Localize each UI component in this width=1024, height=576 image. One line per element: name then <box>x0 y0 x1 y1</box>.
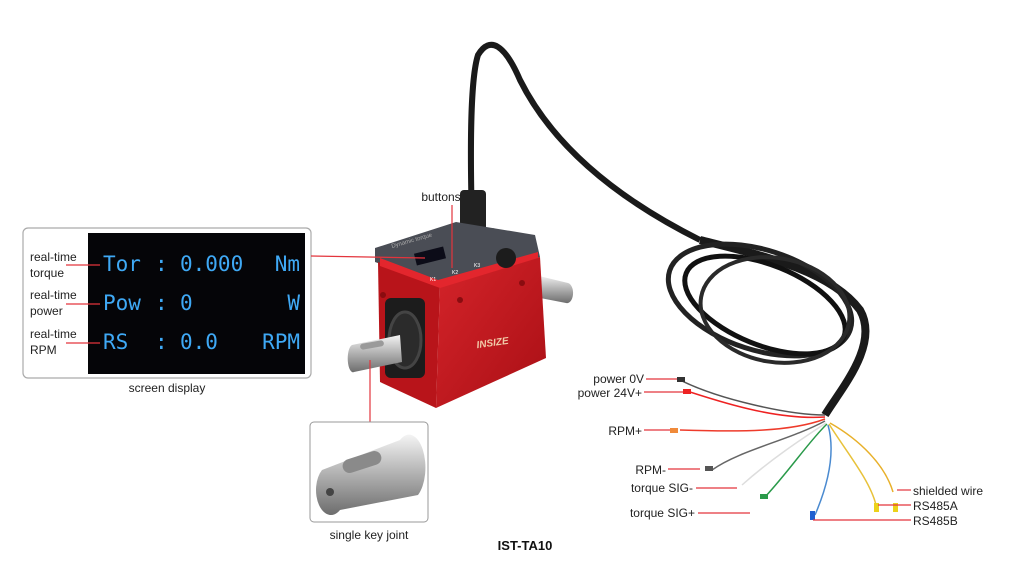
label-power-2: power <box>30 304 63 318</box>
lcd-unit: Nm <box>275 252 300 276</box>
lcd-name: Tor <box>103 252 141 276</box>
screen-display-panel: Tor : 0.000 Nm Pow : 0 W RS : 0.0 RPM re… <box>22 227 312 379</box>
wire-label-rpm-minus: RPM- <box>635 463 666 477</box>
lcd-value: 0.0 <box>180 330 218 354</box>
wire-fan <box>679 379 894 516</box>
wire-label-power-0v: power 0V <box>593 372 644 386</box>
wire-labels-left: power 0V power 24V+ RPM+ RPM- torque SIG… <box>578 372 750 520</box>
lcd-sep: : <box>155 330 168 354</box>
wire-label-power-24v: power 24V+ <box>578 386 642 400</box>
wire-label-rs485b: RS485B <box>913 514 958 528</box>
torque-sensor-device: Dynamic torque K1 K2 K3 INSIZE <box>375 222 546 408</box>
lcd-name: RS <box>103 330 128 354</box>
output-shaft <box>535 275 574 304</box>
wire-label-shielded: shielded wire <box>913 484 983 498</box>
lcd-sep: : <box>155 252 168 276</box>
screen-row-torque: Tor : 0.000 Nm <box>103 252 300 276</box>
cable <box>467 41 870 418</box>
screen-display-caption: screen display <box>129 381 206 395</box>
label-rpm-1: real-time <box>30 327 77 341</box>
model-name: IST-TA10 <box>498 538 553 553</box>
shaft-key <box>360 340 384 350</box>
lcd-name: Pow <box>103 291 141 315</box>
brand-logo: INSIZE <box>476 336 510 351</box>
screen-row-power: Pow : 0 W <box>103 291 300 315</box>
wire-label-rs485a: RS485A <box>913 499 958 513</box>
button-k1[interactable]: K1 <box>430 277 436 283</box>
wire-labels-right: shielded wire RS485A RS485B <box>813 484 983 528</box>
single-key-joint-inset <box>309 421 429 523</box>
lcd-unit: W <box>287 291 300 315</box>
lcd-value: 0 <box>180 291 193 315</box>
label-torque-2: torque <box>30 266 64 280</box>
wire-terminals <box>670 377 898 520</box>
screen-row-rpm: RS : 0.0 RPM <box>103 330 300 354</box>
button-k3[interactable]: K3 <box>474 263 480 269</box>
label-rpm-2: RPM <box>30 343 57 357</box>
label-torque-1: real-time <box>30 250 77 264</box>
button-k2[interactable]: K2 <box>452 270 458 276</box>
single-key-joint-label: single key joint <box>330 528 409 542</box>
lcd-value: 0.000 <box>180 252 243 276</box>
lcd-sep: : <box>155 291 168 315</box>
wire-label-rpm-plus: RPM+ <box>608 424 642 438</box>
buttons-callout: buttons <box>421 190 460 204</box>
wire-label-torque-sig-minus: torque SIG- <box>631 481 693 495</box>
label-power-1: real-time <box>30 288 77 302</box>
lcd-unit: RPM <box>262 330 300 354</box>
device-screen <box>413 246 447 266</box>
wire-label-torque-sig-plus: torque SIG+ <box>630 506 695 520</box>
